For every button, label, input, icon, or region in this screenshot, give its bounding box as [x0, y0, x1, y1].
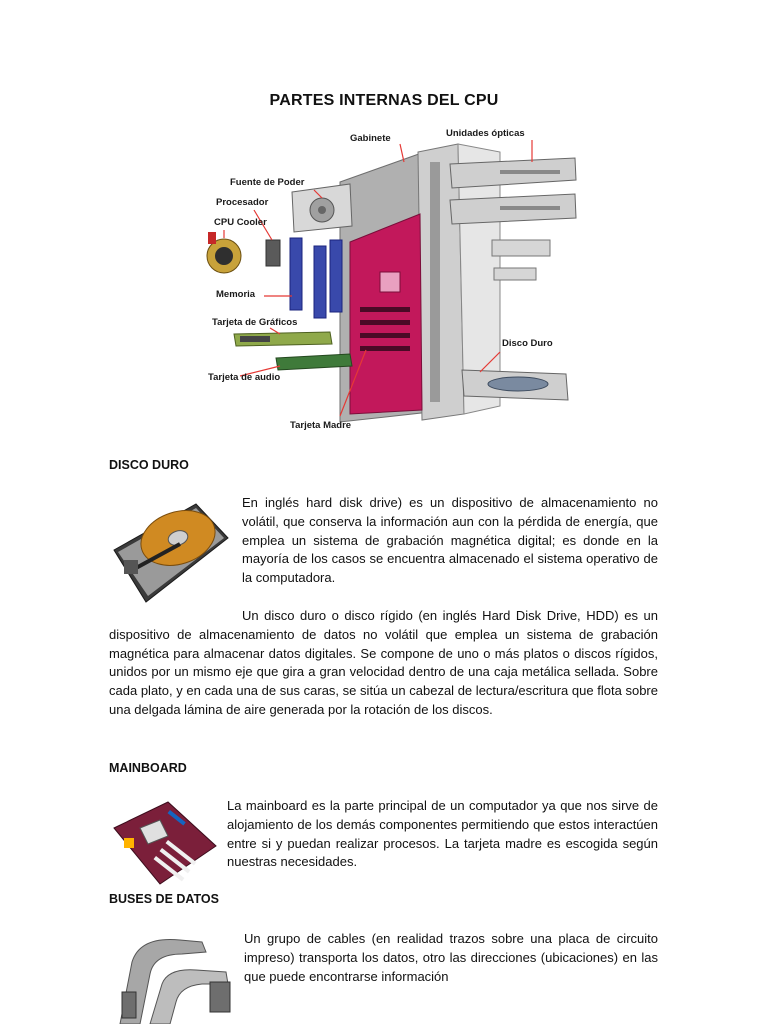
disco-duro-paragraph-1: En inglés hard disk drive) es un disposi… [242, 495, 658, 586]
mainboard-paragraph: La mainboard es la parte principal de un… [227, 798, 658, 870]
disco-duro-paragraph-2: Un disco duro o disco rígido (en inglés … [109, 608, 658, 717]
label-tarjeta-madre: Tarjeta Madre [290, 420, 352, 431]
label-tarjeta-graficos: Tarjeta de Gráficos [212, 317, 298, 328]
label-procesador: Procesador [216, 197, 269, 208]
label-disco-duro: Disco Duro [502, 338, 553, 349]
page-title: PARTES INTERNAS DEL CPU [269, 92, 499, 109]
heading-disco-duro: DISCO DURO [109, 458, 189, 472]
data-bus-cable-image [110, 932, 232, 1025]
cpu-diagram-illustration [206, 140, 577, 423]
label-memoria: Memoria [216, 289, 256, 300]
heading-mainboard: MAINBOARD [109, 761, 187, 775]
cpu-diagram: Gabinete Unidades ópticas Fuente de Pode… [200, 122, 590, 440]
heading-buses-de-datos: BUSES DE DATOS [109, 892, 219, 906]
label-fuente-de-poder: Fuente de Poder [230, 177, 305, 188]
label-cpu-cooler: CPU Cooler [214, 217, 267, 228]
label-tarjeta-audio: Tarjeta de audio [208, 372, 281, 383]
label-gabinete: Gabinete [350, 133, 391, 144]
buses-paragraph: Un grupo de cables (en realidad trazos s… [244, 931, 658, 984]
mainboard-image [110, 798, 218, 886]
label-unidades-opticas: Unidades ópticas [446, 128, 525, 139]
hard-disk-image [110, 498, 230, 610]
